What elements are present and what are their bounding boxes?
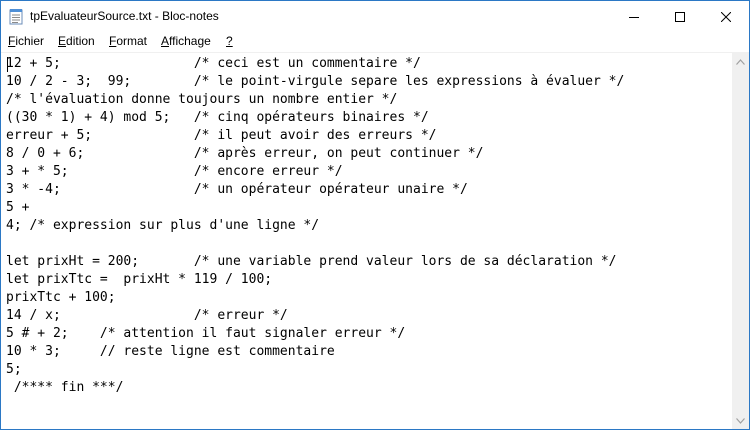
text-line: /**** fin ***/ bbox=[6, 380, 124, 395]
menu-fichier-label: ichier bbox=[15, 34, 45, 48]
maximize-button[interactable] bbox=[657, 1, 703, 32]
scroll-up-button[interactable] bbox=[732, 53, 749, 70]
menu-format-accel: F bbox=[109, 34, 117, 48]
text-line: /* l'évaluation donne toujours un nombre… bbox=[6, 92, 398, 107]
menu-affichage[interactable]: Affichage bbox=[161, 34, 211, 48]
text-line: 10 / 2 - 3; 99; /* le point-virgule sepa… bbox=[6, 74, 625, 89]
text-line: 3 * -4; /* un opérateur opérateur unaire… bbox=[6, 182, 468, 197]
editor-frame: 12 + 5; /* ceci est un commentaire */ 10… bbox=[1, 52, 749, 429]
chevron-up-icon bbox=[736, 58, 745, 65]
menu-format-label: ormat bbox=[116, 34, 148, 48]
maximize-icon bbox=[675, 11, 685, 22]
chevron-down-icon bbox=[736, 417, 745, 424]
text-line: 8 / 0 + 6; /* après erreur, on peut cont… bbox=[6, 146, 484, 161]
minimize-icon bbox=[629, 16, 639, 18]
text-line: 3 + * 5; /* encore erreur */ bbox=[6, 164, 343, 179]
text-line: erreur + 5; /* il peut avoir des erreurs… bbox=[6, 128, 437, 143]
text-line bbox=[6, 235, 732, 253]
text-line: 5 + bbox=[6, 200, 30, 215]
menu-edition-label: dition bbox=[66, 34, 95, 48]
title-bar[interactable]: tpEvaluateurSource.txt - Bloc-notes bbox=[1, 1, 749, 32]
window-title: tpEvaluateurSource.txt - Bloc-notes bbox=[30, 9, 219, 23]
menu-fichier-accel: F bbox=[8, 34, 16, 48]
menu-help-accel: ? bbox=[226, 34, 233, 48]
text-line: ((30 * 1) + 4) mod 5; /* cinq opérateurs… bbox=[6, 110, 429, 125]
menu-format[interactable]: Format bbox=[109, 34, 147, 48]
menu-edition-accel: E bbox=[58, 34, 67, 48]
text-line: 12 + 5; /* ceci est un commentaire */ bbox=[6, 56, 421, 71]
scroll-down-button[interactable] bbox=[732, 412, 749, 429]
scrollbar-track[interactable] bbox=[734, 70, 747, 412]
text-line: 10 * 3; // reste ligne est commentaire bbox=[6, 344, 335, 359]
menu-affichage-accel: A bbox=[161, 34, 170, 48]
menu-fichier[interactable]: Fichier bbox=[8, 34, 44, 48]
text-line: 5; bbox=[6, 362, 22, 377]
menu-edition[interactable]: Edition bbox=[58, 34, 95, 48]
menu-bar: Fichier Edition Format Affichage ? bbox=[1, 32, 749, 52]
notepad-app-icon bbox=[9, 9, 23, 25]
minimize-button[interactable] bbox=[611, 1, 657, 32]
vertical-scrollbar[interactable] bbox=[732, 53, 749, 429]
text-line: let prixHt = 200; /* une variable prend … bbox=[6, 254, 617, 269]
text-line: prixTtc + 100; bbox=[6, 290, 116, 305]
text-line: 5 # + 2; /* attention il faut signaler e… bbox=[6, 326, 406, 341]
close-button[interactable] bbox=[703, 1, 749, 32]
text-caret bbox=[7, 57, 8, 72]
text-editor[interactable]: 12 + 5; /* ceci est un commentaire */ 10… bbox=[1, 53, 732, 429]
menu-affichage-label: ffichage bbox=[169, 34, 211, 48]
text-line: 14 / x; /* erreur */ bbox=[6, 308, 288, 323]
text-line: 4; /* expression sur plus d'une ligne */ bbox=[6, 218, 320, 233]
close-icon bbox=[721, 11, 731, 22]
text-line: let prixTtc = prixHt * 119 / 100; bbox=[6, 272, 273, 287]
menu-help[interactable]: ? bbox=[226, 34, 233, 48]
